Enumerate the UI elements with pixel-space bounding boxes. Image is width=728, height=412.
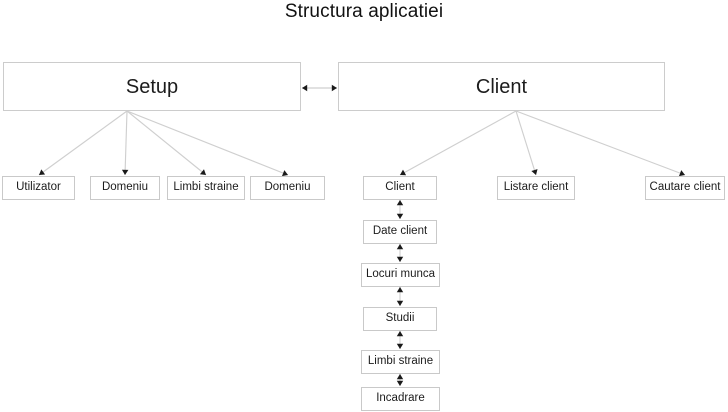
edge-limbi-straine-to-incadrare	[396, 374, 404, 386]
node-label: Listare client	[503, 181, 569, 194]
node-label: Utilizator	[16, 181, 61, 194]
node-label: Date client	[372, 225, 428, 238]
node-label: Incadrare	[376, 392, 425, 405]
edge-date-client-to-locuri-munca	[396, 244, 404, 262]
edge-studii-to-limbi-straine	[396, 331, 404, 349]
node-locuri_munca[interactable]: Locuri munca	[361, 263, 440, 287]
edge-setup-to-utilizator	[38, 110, 128, 176]
node-studii[interactable]: Studii	[363, 307, 437, 331]
node-label: Locuri munca	[365, 268, 436, 281]
node-label: Setup	[125, 75, 179, 98]
node-client_root[interactable]: Client	[338, 62, 665, 111]
edge-client-to-client	[399, 110, 517, 176]
edge-locuri-munca-to-studii	[396, 287, 404, 306]
node-cautare_client[interactable]: Cautare client	[645, 176, 725, 200]
node-utilizator[interactable]: Utilizator	[2, 176, 75, 200]
node-label: Studii	[385, 312, 415, 325]
edge-client-to-cautare	[515, 110, 686, 177]
node-domeniu_1[interactable]: Domeniu	[90, 176, 160, 200]
edge-client-to-listare	[515, 110, 538, 176]
edge-client-to-date-client	[396, 200, 404, 219]
edge-setup-to-client	[302, 84, 337, 92]
edge-setup-to-domeniu-2	[126, 110, 289, 177]
node-label: Cautare client	[649, 181, 721, 194]
node-incadrare[interactable]: Incadrare	[361, 387, 440, 411]
node-client[interactable]: Client	[363, 176, 437, 200]
node-setup[interactable]: Setup	[3, 62, 301, 111]
node-limbi_straine_client[interactable]: Limbi straine	[361, 350, 440, 374]
edge-setup-to-limbi-straine	[126, 110, 207, 176]
edge-setup-to-domeniu-1	[121, 110, 129, 176]
node-label: Client	[385, 181, 415, 194]
node-domeniu_2[interactable]: Domeniu	[250, 176, 325, 200]
node-label: Client	[475, 75, 528, 98]
node-label: Limbi straine	[367, 355, 434, 368]
diagram-title: Structura aplicatiei	[284, 1, 444, 22]
node-label: Domeniu	[264, 181, 311, 194]
node-date_client[interactable]: Date client	[363, 220, 437, 244]
node-listare_client[interactable]: Listare client	[497, 176, 575, 200]
node-label: Limbi straine	[173, 181, 239, 194]
node-limbi_straine_setup[interactable]: Limbi straine	[167, 176, 245, 200]
node-label: Domeniu	[101, 181, 149, 194]
